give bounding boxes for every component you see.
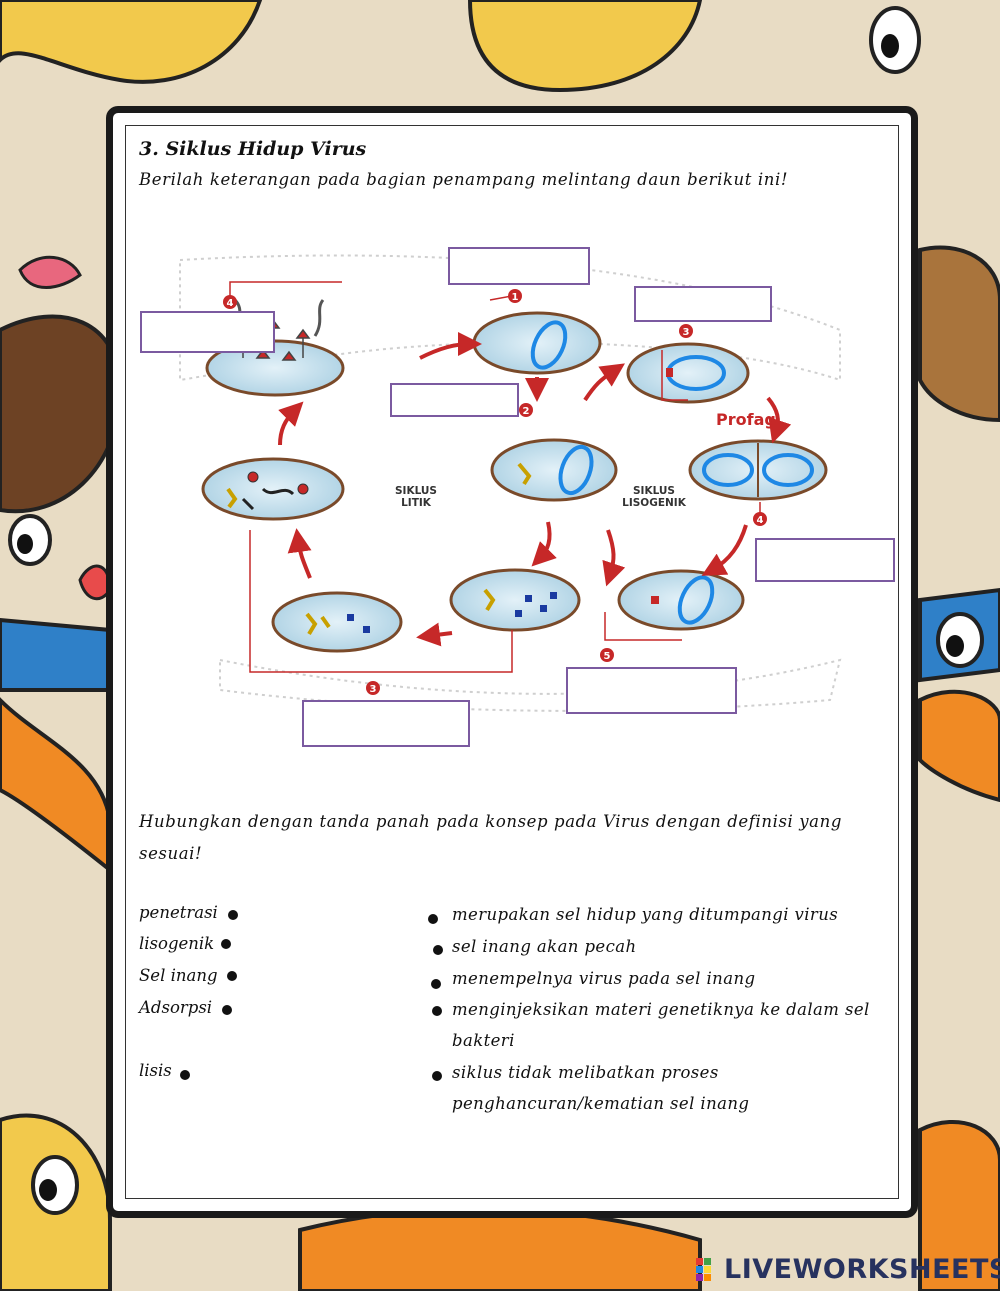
term-adsorpsi: Adsorpsi [139,998,213,1017]
marker-3-lysogenic-label: 3 [683,327,690,338]
definition-1: merupakan sel hidup yang ditumpangi viru… [452,905,839,924]
definition-4: menginjeksikan materi genetiknya ke dala… [452,1000,870,1050]
term-dot-adsorpsi[interactable] [222,1005,232,1015]
marker-4-litik: 4 [223,295,237,309]
cell-assembly [201,457,345,521]
label-lisogenik: LISOGENIK [622,497,687,509]
leaf-background-sketch [179,254,842,712]
answer-box-sintesis[interactable] [566,667,737,714]
marker-4-lysogenic: 4 [753,512,767,526]
cycle-labels: SIKLUS LITIK SIKLUS LISOGENIK [395,485,687,509]
step-markers: 1 2 3 4 3 4 5 [223,289,767,695]
term-dot-lisogenik[interactable] [221,939,231,949]
profag-label: Profag [716,410,776,429]
term-penetrasi: penetrasi [139,903,218,922]
cell-injection [490,438,618,502]
term-lisogenik: lisogenik [139,934,215,953]
virus-life-cycle-diagram: 1 2 3 4 3 4 5 SIKLUS LITIK SIKLUS LISOGE… [179,254,842,712]
marker-2-label: 2 [523,406,530,417]
cell-adsorption [472,311,602,375]
answer-box-injeksi[interactable] [390,383,519,417]
definition-5: siklus tidak melibatkan proses penghancu… [452,1063,750,1113]
term-dot-lisis[interactable] [180,1070,190,1080]
definition-dot-5[interactable] [432,1071,442,1081]
cell-prophage [626,342,750,404]
label-litik: LITIK [401,497,432,509]
definition-dot-4[interactable] [432,1006,442,1016]
liveworksheets-logo-icon [696,1258,711,1281]
answer-box-pelepasan[interactable] [140,311,275,353]
definition-dot-1[interactable] [428,914,438,924]
cell-replication [449,568,581,632]
definition-3: menempelnya virus pada sel inang [452,969,756,988]
liveworksheets-brand[interactable]: LIVEWORKSHEETS [724,1254,1000,1285]
marker-5: 5 [600,648,614,662]
marker-1: 1 [508,289,522,303]
marker-3-litik: 3 [366,681,380,695]
worksheet-inner-border [125,125,899,1199]
cell-lysis [271,591,403,653]
matching-question: Hubungkan dengan tanda panah pada konsep… [139,812,842,863]
cell-lysogenic-return [617,569,745,631]
definition-dot-3[interactable] [431,979,441,989]
term-lisis: lisis [139,1061,172,1080]
marker-5-label: 5 [604,651,611,662]
term-dot-sel-inang[interactable] [227,971,237,981]
definition-2: sel inang akan pecah [452,937,637,956]
worksheet-title: 3. Siklus Hidup Virus [139,138,367,160]
label-siklus-2: SIKLUS [633,485,675,497]
marker-3-litik-label: 3 [370,684,377,695]
marker-4-lysogenic-label: 4 [757,515,764,526]
answer-box-penggabungan[interactable] [634,286,772,322]
marker-4-litik-label: 4 [227,298,234,309]
answer-box-perakitan[interactable] [302,700,470,747]
marker-2: 2 [519,403,533,417]
term-sel-inang: Sel inang [139,966,218,985]
term-dot-penetrasi[interactable] [228,910,238,920]
definition-dot-2[interactable] [433,945,443,955]
label-siklus: SIKLUS [395,485,437,497]
cell-division [688,439,828,501]
marker-3-lysogenic: 3 [679,324,693,338]
answer-box-adsorpsi[interactable] [448,247,590,285]
answer-box-pembelahan[interactable] [755,538,895,582]
cycle-arrows [278,332,792,647]
marker-1-label: 1 [512,292,519,303]
worksheet-instruction: Berilah keterangan pada bagian penampang… [139,170,789,189]
